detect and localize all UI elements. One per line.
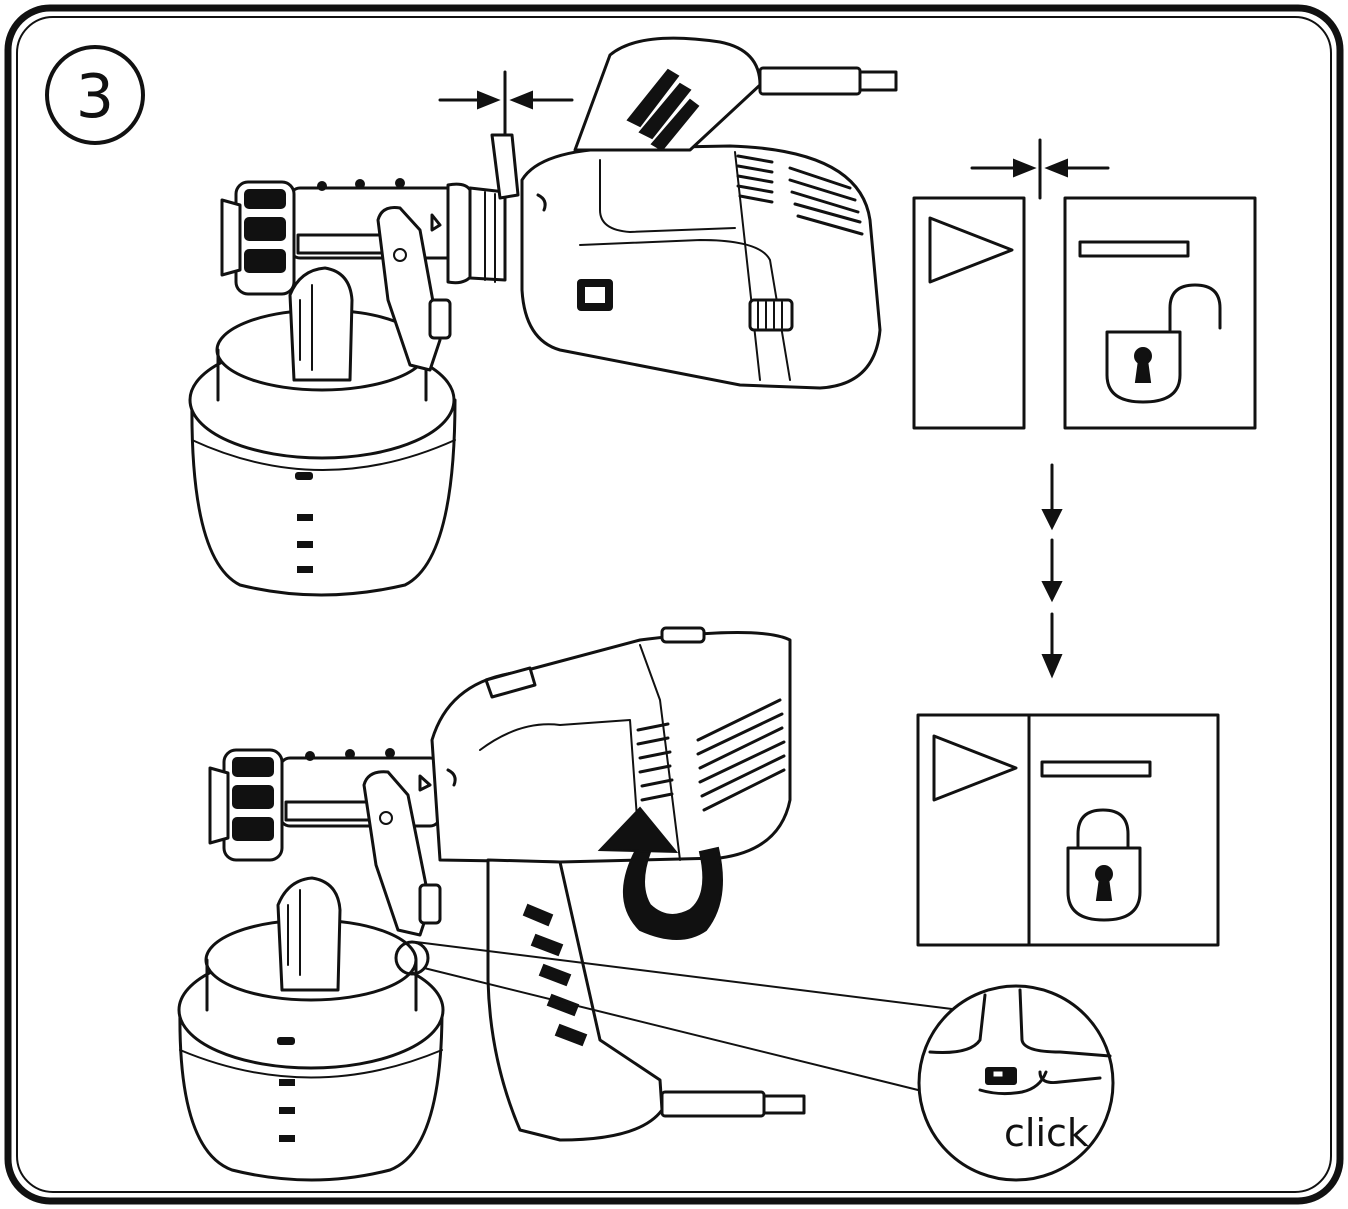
- vent-slots-bottom: [636, 698, 786, 812]
- step-badge: 3: [45, 45, 145, 145]
- motor-housing-bottom: [430, 626, 792, 864]
- panel-frame: [4, 4, 1344, 1205]
- spray-gun-assembled: [177, 626, 961, 1182]
- down-arrow-icon: [1041, 612, 1063, 679]
- gap-arrows-icon: [438, 70, 574, 200]
- down-arrow-icon: [1041, 538, 1063, 603]
- handle-top: [573, 36, 898, 152]
- spray-gun-detached: [188, 36, 898, 597]
- rotate-arrow-icon: [597, 806, 723, 940]
- down-arrow-icon: [1041, 463, 1063, 531]
- triangle-arrow-icon: [928, 216, 1014, 284]
- step-number: 3: [76, 62, 114, 132]
- handle-bottom: [486, 858, 806, 1142]
- unlocked-indicator-panel: [912, 138, 1257, 430]
- nozzle-cap-bottom: [208, 748, 284, 862]
- click-label: click: [1004, 1111, 1089, 1155]
- unlocked-padlock-icon: [1105, 283, 1222, 404]
- gap-arrows-icon: [970, 138, 1110, 200]
- nozzle-cap-top: [220, 180, 296, 296]
- motor-housing-top: [520, 144, 882, 390]
- vent-slots-top: [736, 154, 864, 236]
- triangle-arrow-icon: [932, 734, 1018, 802]
- click-detail-callout: click: [917, 984, 1115, 1182]
- locked-padlock-icon: [1066, 808, 1142, 922]
- locked-indicator-panel: [916, 713, 1220, 947]
- down-arrows: [1041, 463, 1063, 679]
